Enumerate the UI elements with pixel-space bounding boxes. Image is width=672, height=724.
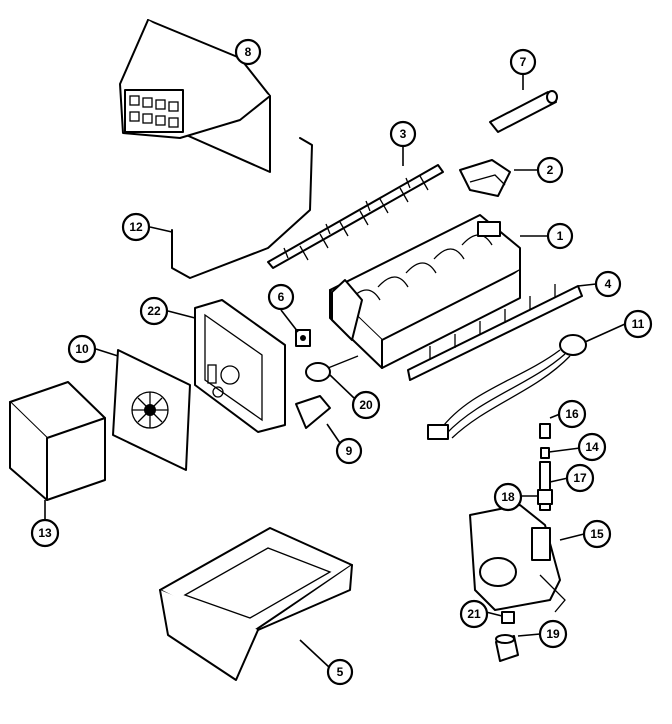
part-21-nut xyxy=(501,611,515,624)
callout-11: 11 xyxy=(623,309,653,339)
svg-text:11: 11 xyxy=(632,317,645,331)
part-16-fitting xyxy=(539,423,551,439)
part-22-housing xyxy=(194,299,286,433)
callout-16: 16 xyxy=(557,399,587,429)
part-1-mold xyxy=(329,214,521,369)
callout-19: 19 xyxy=(538,619,568,649)
svg-text:2: 2 xyxy=(547,163,554,177)
callout-22: 22 xyxy=(139,296,169,326)
svg-text:21: 21 xyxy=(467,607,481,621)
svg-text:7: 7 xyxy=(520,55,527,69)
part-18-nut xyxy=(537,489,553,505)
svg-text:9: 9 xyxy=(346,444,353,458)
part-2-clip xyxy=(459,159,511,197)
part-5-ice-bin xyxy=(159,527,353,681)
callout-13: 13 xyxy=(30,518,60,548)
part-15-water-valve xyxy=(469,504,566,613)
callout-14: 14 xyxy=(577,432,607,462)
callout-1: 1 xyxy=(546,222,574,250)
svg-text:16: 16 xyxy=(565,407,579,421)
callout-3: 3 xyxy=(389,120,417,148)
part-19-insert xyxy=(495,634,519,662)
part-13-cover xyxy=(9,381,106,501)
leader-lines xyxy=(44,51,626,669)
callout-7: 7 xyxy=(509,48,537,76)
part-20-gear xyxy=(305,355,359,382)
svg-text:22: 22 xyxy=(147,304,161,318)
part-3-ejector xyxy=(267,164,444,269)
part-11-thermostat xyxy=(427,334,587,440)
svg-text:3: 3 xyxy=(400,127,407,141)
callout-21: 21 xyxy=(459,599,489,629)
callout-17: 17 xyxy=(565,463,595,493)
part-6-switch xyxy=(295,329,311,347)
callout-10: 10 xyxy=(67,334,97,364)
svg-text:18: 18 xyxy=(501,490,515,504)
part-4-rake xyxy=(407,284,583,381)
svg-text:17: 17 xyxy=(573,471,587,485)
svg-text:15: 15 xyxy=(590,527,604,541)
svg-text:1: 1 xyxy=(557,229,564,243)
callout-15: 15 xyxy=(582,519,612,549)
svg-text:19: 19 xyxy=(546,627,560,641)
svg-text:14: 14 xyxy=(585,440,599,454)
part-14-fitting xyxy=(540,447,550,459)
callout-2: 2 xyxy=(536,156,564,184)
callout-4: 4 xyxy=(594,270,622,298)
part-17-tube xyxy=(539,461,551,511)
callout-5: 5 xyxy=(326,658,354,686)
part-10-motor-plate xyxy=(112,349,191,471)
callout-8: 8 xyxy=(234,38,262,66)
callout-12: 12 xyxy=(121,212,151,242)
part-9-bracket xyxy=(295,395,331,429)
svg-text:5: 5 xyxy=(337,665,344,679)
callout-9: 9 xyxy=(335,437,363,465)
callout-18: 18 xyxy=(493,482,523,512)
callout-20: 20 xyxy=(351,390,381,420)
svg-text:20: 20 xyxy=(359,398,373,412)
part-12-arm xyxy=(171,137,313,279)
svg-text:4: 4 xyxy=(605,277,612,291)
svg-text:13: 13 xyxy=(38,526,52,540)
svg-text:12: 12 xyxy=(129,220,143,234)
part-7-tube xyxy=(489,90,558,133)
svg-text:6: 6 xyxy=(278,290,285,304)
callout-6: 6 xyxy=(267,283,295,311)
svg-text:8: 8 xyxy=(245,45,252,59)
svg-text:10: 10 xyxy=(75,342,89,356)
